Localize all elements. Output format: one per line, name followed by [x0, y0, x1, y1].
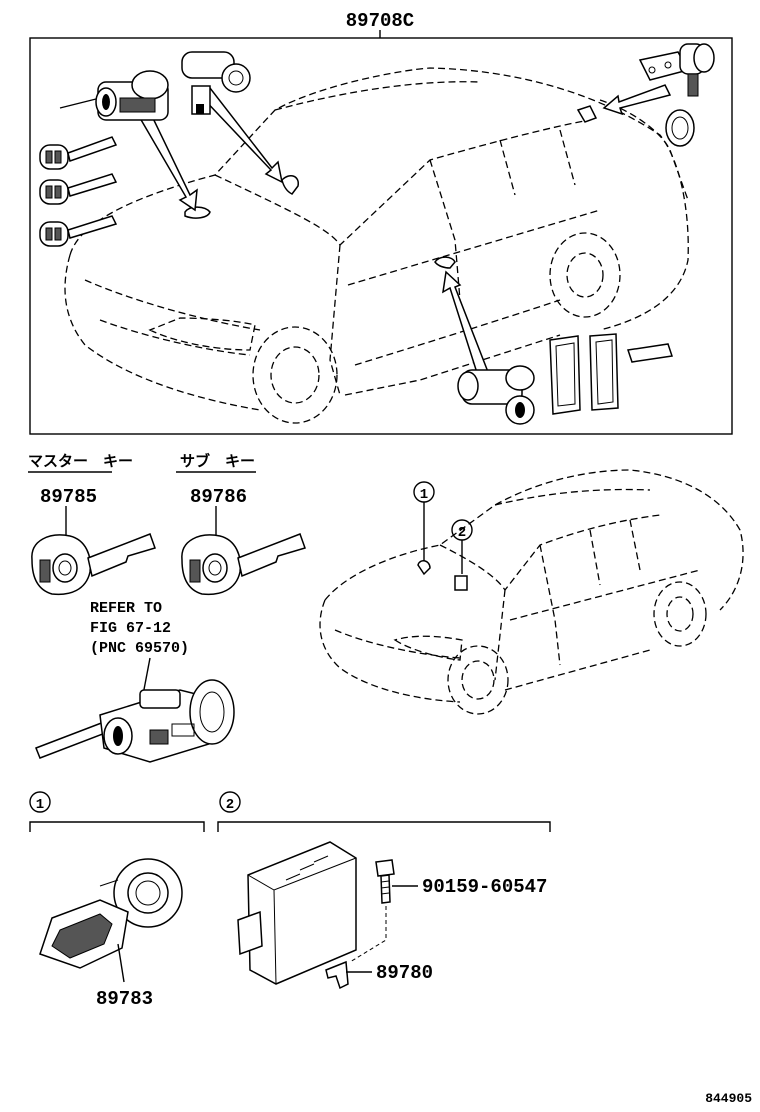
section-2-callout[interactable]: 2 [219, 791, 241, 813]
door-lock-cylinder [457, 365, 535, 425]
label-strips [549, 333, 673, 415]
trunk-lock-cylinder [181, 51, 251, 115]
section-1-callout-label: 1 [36, 797, 44, 813]
master-key-part-number[interactable]: 89785 [40, 486, 97, 508]
section-2-bracket [217, 821, 551, 832]
section-1-part-number[interactable]: 89783 [96, 988, 153, 1010]
kit-arrows [138, 84, 672, 377]
bolt-drawing [375, 859, 395, 904]
ecu-module-drawing [237, 841, 357, 990]
rear-lock-cylinder [638, 43, 715, 97]
door-lock-target [434, 256, 456, 269]
ignition-switch-drawing [35, 679, 235, 763]
sub-key-part-number[interactable]: 89786 [190, 486, 247, 508]
refer-line-3: (PNC 69570) [90, 640, 189, 657]
hood-lock-target [184, 206, 211, 219]
kit-part-number[interactable]: 89708C [346, 10, 414, 32]
car-outline-middle [319, 469, 744, 715]
section-1-leader [117, 943, 125, 983]
sub-key-drawing [181, 533, 306, 596]
refer-line-1: REFER TO [90, 600, 162, 617]
figure-id: 844905 [705, 1091, 752, 1106]
bolt-part-number[interactable]: 90159-60547 [422, 876, 547, 898]
callout-2-target [454, 575, 468, 591]
sub-key-label: サブ キー [180, 452, 255, 470]
master-key-label: マスター キー [28, 452, 133, 470]
callout-1-target [417, 560, 431, 576]
ignition-cylinder-top [59, 70, 169, 121]
refer-line-2[interactable]: FIG 67-12 [90, 620, 171, 637]
section-1-callout[interactable]: 1 [29, 791, 51, 813]
callout-2-car[interactable]: 2 [451, 519, 473, 541]
rear-lock-target [576, 105, 598, 123]
section-1-bracket [29, 821, 205, 832]
kit-box [29, 37, 733, 435]
section-2-callout-label: 2 [226, 797, 234, 813]
callout-1-car[interactable]: 1 [413, 481, 435, 503]
master-key-drawing [31, 533, 156, 596]
trunk-lock-target [281, 175, 299, 195]
key-set [39, 136, 118, 247]
gasket-ring [665, 109, 695, 147]
ecu-part-number[interactable]: 89780 [376, 962, 433, 984]
callout-1-car-label: 1 [420, 487, 428, 503]
transponder-coil-drawing [39, 858, 183, 969]
callout-2-car-label: 2 [458, 525, 466, 541]
